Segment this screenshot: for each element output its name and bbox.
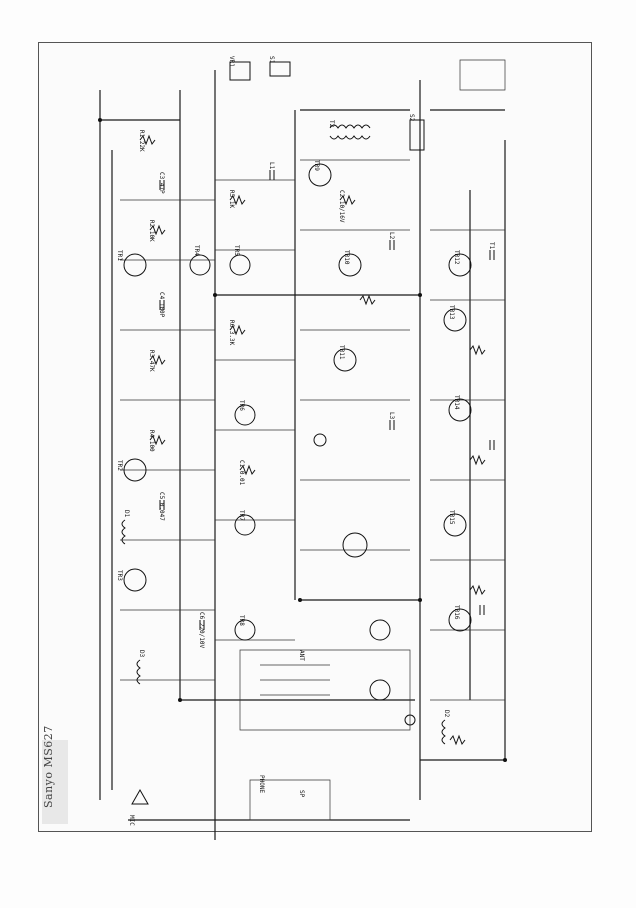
component-label: TR9 [313, 160, 320, 171]
component-label: TR10 [343, 250, 350, 265]
component-label: TR4 [193, 245, 200, 256]
component-label: VR1 [228, 56, 235, 67]
component-label: C5 0.047 [158, 492, 165, 521]
component-label: R6 3.3K [228, 320, 235, 346]
component-label: T2 [328, 120, 335, 128]
component-label: C2 10/16V [338, 190, 345, 223]
component-label: TR11 [338, 345, 345, 360]
component-label: SP [298, 790, 305, 798]
component-label: C1 0.01 [238, 460, 245, 486]
component-label: TR13 [448, 305, 455, 320]
misc-symbols [98, 61, 507, 805]
component-label: R1 22K [138, 130, 145, 152]
component-label: TR8 [238, 615, 245, 626]
component-label: S1 [268, 56, 275, 64]
component-label: L3 [388, 412, 395, 420]
component-label: PHONE [258, 775, 265, 793]
caption-box [42, 740, 68, 824]
component-label: TR12 [453, 250, 460, 265]
component-label: ANT [298, 650, 305, 661]
component-label: R3 47K [148, 350, 155, 372]
component-label: MIC [128, 815, 135, 826]
component-label: R5 1K [228, 190, 235, 208]
component-label: R4 100 [148, 430, 155, 452]
component-label: TR6 [238, 400, 245, 411]
component-label: TR14 [453, 395, 460, 410]
component-label: TR15 [448, 510, 455, 525]
component-label: TR3 [116, 570, 123, 581]
capacitors [159, 170, 495, 630]
component-label: T1 [488, 242, 495, 250]
component-label: TR7 [238, 510, 245, 521]
component-label: L2 [388, 232, 395, 240]
resistors [139, 134, 486, 746]
component-label: TR5 [233, 245, 240, 256]
component-label: C3 47P [158, 172, 165, 194]
component-label: TR1 [116, 250, 123, 261]
component-label: C4 100P [158, 292, 165, 318]
transistors [123, 163, 472, 701]
component-label: D1 [123, 510, 130, 518]
component-label: TR2 [116, 460, 123, 471]
component-label: R2 10K [148, 220, 155, 242]
component-label: S2 [408, 114, 415, 122]
component-label: L1 [268, 162, 275, 170]
component-label: D2 [443, 710, 450, 718]
component-label: TR16 [453, 605, 460, 620]
inductors [121, 124, 446, 745]
component-label: C6 220/10V [198, 612, 205, 649]
wiring [99, 59, 506, 840]
component-label: D3 [138, 650, 145, 658]
